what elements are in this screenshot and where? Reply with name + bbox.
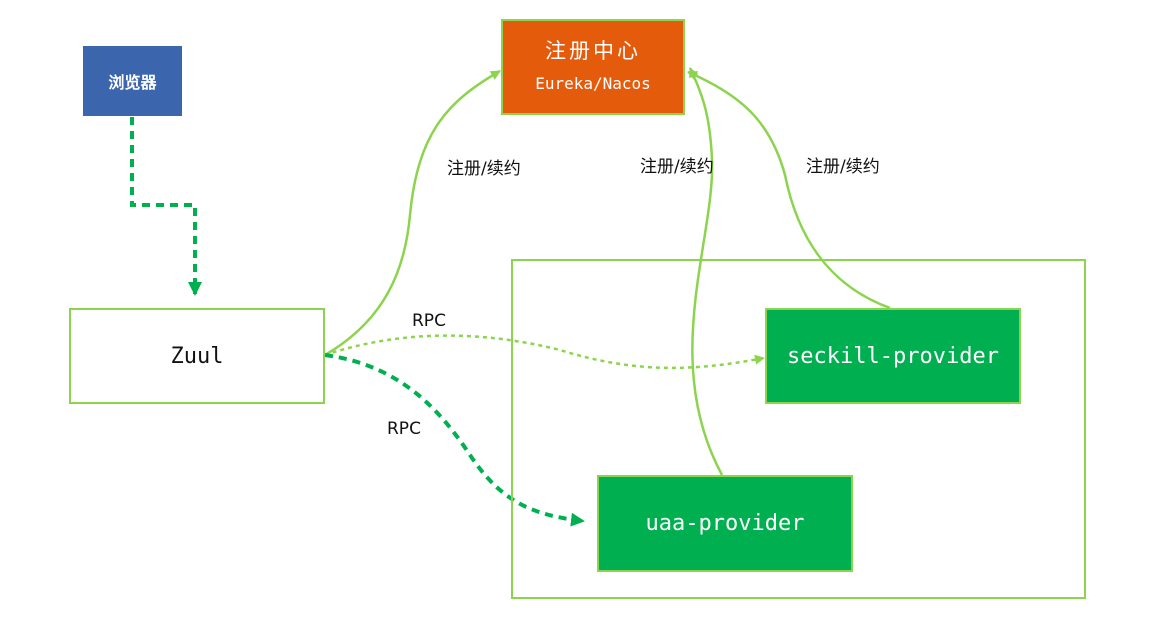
zuul-to-uaa-rpc-arrow <box>324 353 585 527</box>
rpc-uaa-label: RPC <box>387 419 421 439</box>
registry-title: 注册中心 <box>545 39 641 63</box>
browser-label: 浏览器 <box>108 73 157 92</box>
uaa-provider-node[interactable]: uaa-provider <box>597 475 853 572</box>
uaa-provider-label: uaa-provider <box>645 511 805 536</box>
uaa-register-arrow <box>688 67 724 476</box>
seckill-provider-node[interactable]: seckill-provider <box>765 308 1021 404</box>
rpc-seckill-label: RPC <box>412 311 446 331</box>
uaa-register-label: 注册/续约 <box>640 157 714 177</box>
zuul-label: Zuul <box>170 343 224 369</box>
seckill-register-label: 注册/续约 <box>806 157 880 177</box>
browser-node[interactable]: 浏览器 <box>83 46 182 116</box>
seckill-provider-label: seckill-provider <box>787 343 999 369</box>
seckill-register-arrow <box>687 70 891 310</box>
zuul-node[interactable]: Zuul <box>69 308 325 404</box>
zuul-register-label: 注册/续约 <box>447 159 521 179</box>
registry-subtitle: Eureka/Nacos <box>535 74 651 93</box>
registry-node[interactable]: 注册中心 Eureka/Nacos <box>501 19 685 115</box>
provider-group-box <box>511 259 1086 599</box>
zuul-register-arrow <box>324 69 501 357</box>
browser-to-zuul-arrow <box>130 117 202 296</box>
